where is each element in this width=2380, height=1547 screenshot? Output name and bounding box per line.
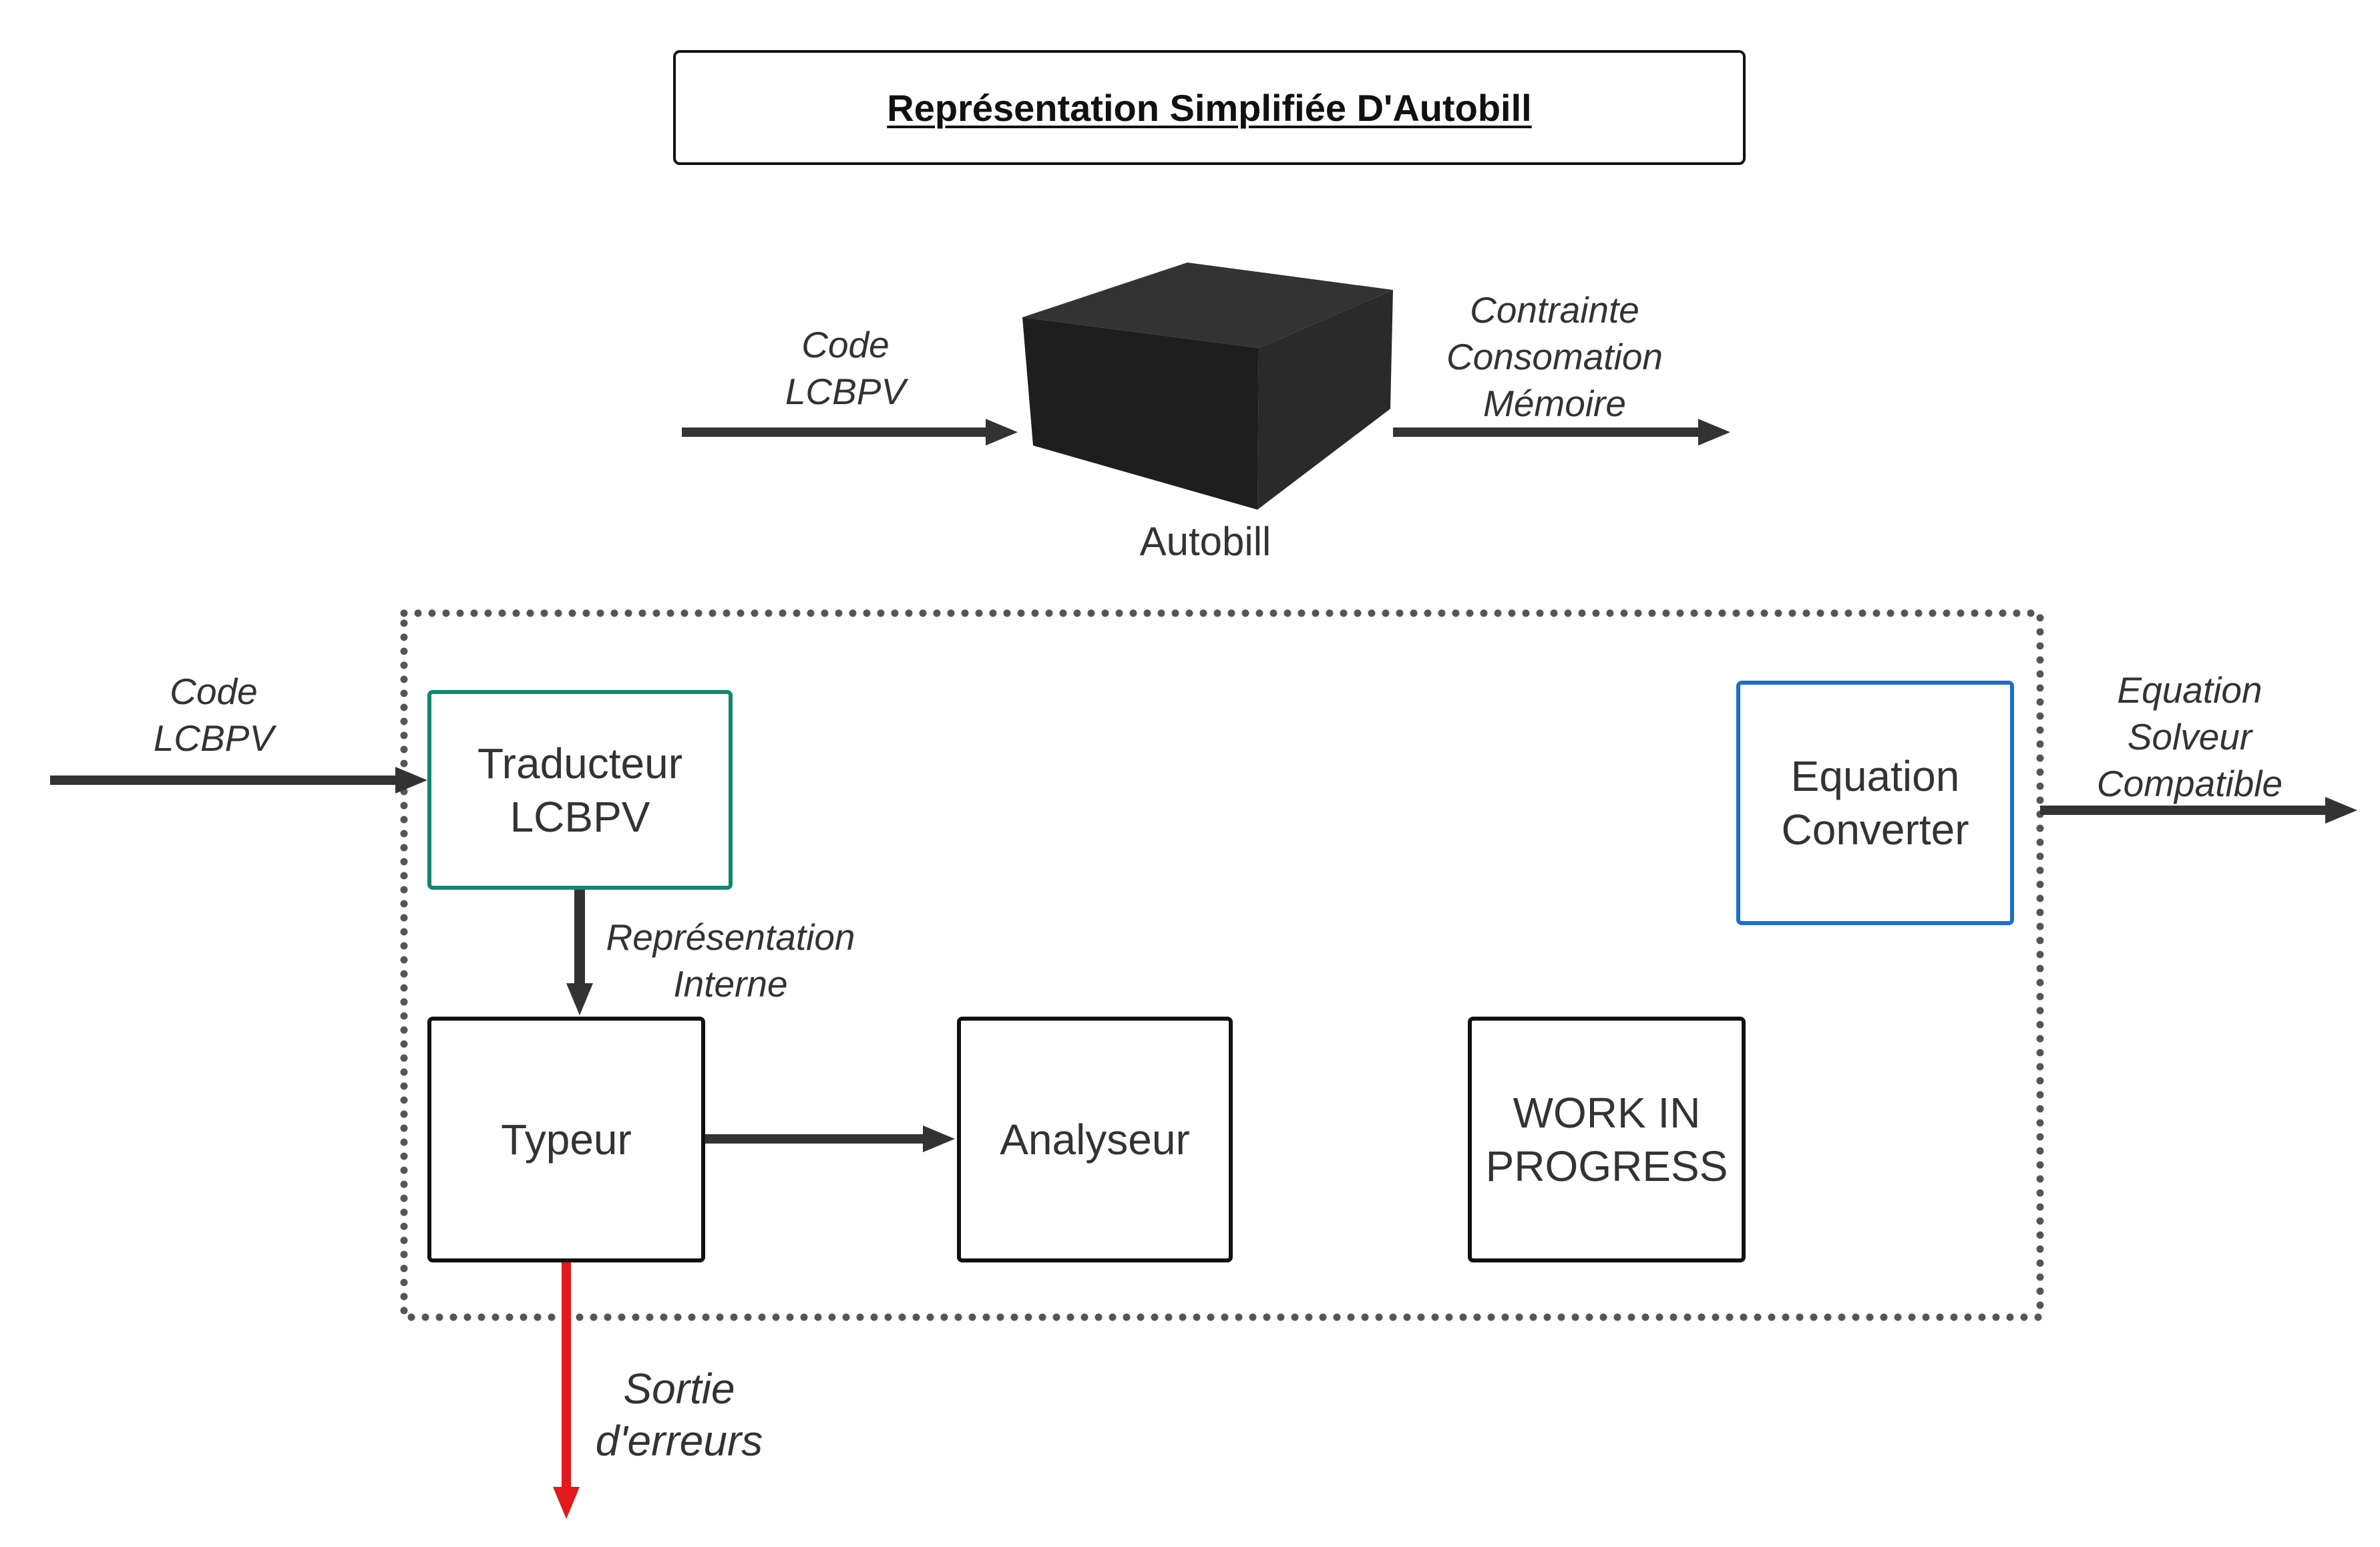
label-line: Représentation [606, 916, 855, 958]
label-line: Mémoire [1483, 383, 1626, 424]
label-line: Interne [673, 963, 788, 1005]
label-line: Code [170, 671, 258, 712]
error-output-arrow [553, 1262, 580, 1519]
box-label-line: Equation [1790, 752, 1960, 800]
label-line: Solveur [2127, 716, 2252, 757]
cube-top-face [1022, 263, 1393, 348]
pipeline-output-arrow [2040, 797, 2357, 824]
system-boundary [400, 609, 2044, 1321]
box-label-line: LCBPV [510, 792, 650, 841]
label-line: Sortie [623, 1365, 735, 1413]
arrow-head [1698, 419, 1730, 446]
equation-converter-box: Equation Converter [1736, 681, 2014, 925]
box-label: Analyseur [1000, 1115, 1190, 1164]
diagram-title: Représentation Simplifiée D'Autobill [887, 86, 1532, 129]
pipeline-input-label: Code LCBPV [80, 668, 347, 761]
overview-input-arrow [682, 419, 1018, 446]
arrow-head [2325, 797, 2357, 824]
arrow-head [923, 1126, 955, 1152]
box-label-line: WORK IN [1513, 1089, 1701, 1137]
translator-box: Traducteur LCBPV [427, 690, 733, 890]
pipeline-output-label: Equation Solveur Compatible [2023, 667, 2357, 807]
arrow-head [553, 1487, 580, 1519]
overview-output-arrow [1393, 419, 1730, 446]
title-box: Représentation Simplifiée D'Autobill [673, 50, 1746, 165]
label-line: Equation [2117, 669, 2262, 711]
label-line: Consomation [1446, 336, 1663, 377]
box-label: Typeur [501, 1115, 632, 1164]
error-output-label: Sortie d'erreurs [512, 1363, 846, 1467]
label-line: Contrainte [1470, 289, 1639, 331]
cube-front-face [1022, 317, 1259, 510]
arrow-head [986, 419, 1018, 446]
translator-to-typer-arrow [566, 890, 593, 1015]
work-in-progress-box: WORK IN PROGRESS [1468, 1017, 1746, 1262]
pipeline-input-arrow [50, 767, 427, 794]
label-line: Compatible [2096, 763, 2283, 804]
arrow-head [566, 983, 593, 1015]
arrow-head [395, 767, 427, 794]
overview-input-label: Code LCBPV [712, 321, 979, 415]
autobill-black-box-icon [1022, 263, 1393, 510]
overview-output-label: Contrainte Consomation Mémoire [1388, 287, 1722, 427]
translator-output-label: Représentation Interne [564, 914, 898, 1007]
autobill-caption: Autobill [1139, 519, 1271, 564]
box-label-line: Converter [1781, 806, 1969, 854]
analyser-box: Analyseur [957, 1017, 1233, 1262]
label-line: Code [801, 324, 889, 365]
cube-right-face [1257, 290, 1393, 510]
typer-to-analyser-arrow [705, 1126, 955, 1152]
label-line: d'erreurs [595, 1417, 763, 1465]
box-label-line: Traducteur [477, 739, 683, 788]
label-line: LCBPV [785, 371, 906, 412]
typer-box: Typeur [427, 1017, 705, 1262]
label-line: LCBPV [153, 717, 274, 759]
box-label-line: PROGRESS [1485, 1142, 1728, 1190]
